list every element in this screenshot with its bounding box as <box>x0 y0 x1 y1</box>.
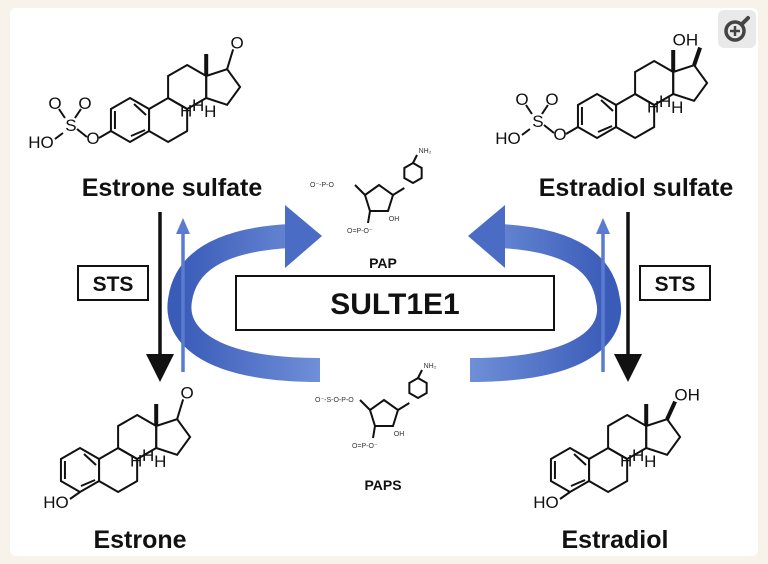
atom-label: H <box>192 96 204 115</box>
sts-label-right: STS <box>655 273 696 296</box>
bond <box>130 129 146 137</box>
bond <box>412 154 418 164</box>
ring-a <box>576 92 618 140</box>
bond <box>98 130 112 139</box>
sult-cycle-arrow-right <box>468 205 621 382</box>
atom-label: HO <box>28 133 54 152</box>
atom-label: H <box>130 452 142 471</box>
atom-label: H <box>204 102 216 121</box>
atom-label: OH <box>673 31 699 50</box>
adenine-ring <box>408 376 428 400</box>
ring-a <box>59 446 101 494</box>
bond <box>74 108 82 119</box>
atom-label: NH₂ <box>419 148 432 155</box>
bond <box>600 99 614 112</box>
zoom-button[interactable] <box>718 10 756 48</box>
bond <box>543 124 555 134</box>
atom-label: HO <box>43 493 69 512</box>
atom-label: NH₂ <box>424 363 437 370</box>
atom-label: O <box>78 94 91 113</box>
bond <box>541 104 549 115</box>
sult1e1-label: SULT1E1 <box>330 288 459 321</box>
atom-label: O <box>515 90 528 109</box>
atom-label: HO <box>533 493 559 512</box>
atom-label: H <box>659 92 671 111</box>
bond <box>58 108 66 119</box>
bond <box>565 126 579 135</box>
bond <box>692 46 703 66</box>
ring-d <box>645 418 682 456</box>
adenine-ring <box>403 161 423 185</box>
phosphate-group: O=P-O⁻ <box>352 443 378 450</box>
sts-box-right <box>639 265 711 301</box>
sult-arrowhead-left <box>176 218 190 234</box>
atom-label: OH <box>389 216 400 223</box>
estrone-label: Estrone <box>93 526 186 554</box>
sts-box-left <box>77 265 149 301</box>
estrone-sulfate-label: Estrone sulfate <box>82 174 263 202</box>
atom-label: H <box>647 98 659 117</box>
atom-label: H <box>632 446 644 465</box>
ring-a <box>109 96 151 144</box>
atom-label: O <box>180 383 193 402</box>
bond <box>559 491 571 500</box>
bond <box>54 132 64 140</box>
sult-cycle-arrow-left <box>167 205 322 382</box>
estradiol-label: Estradiol <box>562 526 669 554</box>
atom-label: H <box>644 452 656 471</box>
bond <box>417 369 423 379</box>
estradiol-sulfate-label: Estradiol sulfate <box>539 174 734 202</box>
bond <box>392 187 405 196</box>
atom-label: S <box>65 116 76 135</box>
phosphate-group: O⁻-P-O <box>310 182 334 189</box>
atom-label: H <box>620 452 632 471</box>
bond <box>367 210 371 224</box>
bond <box>83 453 97 466</box>
ribose-ring <box>363 183 395 212</box>
bond <box>69 491 81 500</box>
bond <box>665 400 677 421</box>
atom-label: O <box>230 33 243 52</box>
ring-d <box>672 64 709 102</box>
pap-label: PAP <box>369 255 397 271</box>
atom-label: O <box>553 125 566 144</box>
ring-a <box>549 446 591 494</box>
sts-label-left: STS <box>93 273 134 296</box>
zoom-in-icon <box>724 16 750 42</box>
bond <box>76 128 88 138</box>
atom-label: O <box>48 94 61 113</box>
bond <box>397 402 410 411</box>
bond <box>372 425 376 439</box>
atom-label: OH <box>674 385 700 404</box>
phosphate-group: O=P-O⁻ <box>347 228 373 235</box>
bond <box>525 104 533 115</box>
atom-label: O <box>545 90 558 109</box>
phosphate-group: O⁻-S-O-P-O <box>315 397 354 404</box>
ring-d <box>205 68 242 106</box>
bond <box>80 479 96 487</box>
atom-label: O <box>86 129 99 148</box>
bond <box>573 453 587 466</box>
paps-label: PAPS <box>364 477 401 493</box>
sult1e1-box <box>235 275 555 331</box>
sult-arrowhead-right <box>596 218 610 234</box>
atom-label: OH <box>394 431 405 438</box>
bond <box>176 399 185 420</box>
atom-label: H <box>142 446 154 465</box>
bond <box>521 128 531 136</box>
ring-d <box>155 418 192 456</box>
atom-label: H <box>154 452 166 471</box>
bond <box>354 184 366 196</box>
atom-label: H <box>671 98 683 117</box>
atom-label: S <box>532 112 543 131</box>
bond <box>359 399 371 411</box>
bond <box>226 49 235 70</box>
atom-label: H <box>180 102 192 121</box>
atom-label: HO <box>495 129 521 148</box>
bond <box>133 103 147 116</box>
bond <box>597 125 613 133</box>
ribose-ring <box>368 398 400 427</box>
bond <box>570 479 586 487</box>
